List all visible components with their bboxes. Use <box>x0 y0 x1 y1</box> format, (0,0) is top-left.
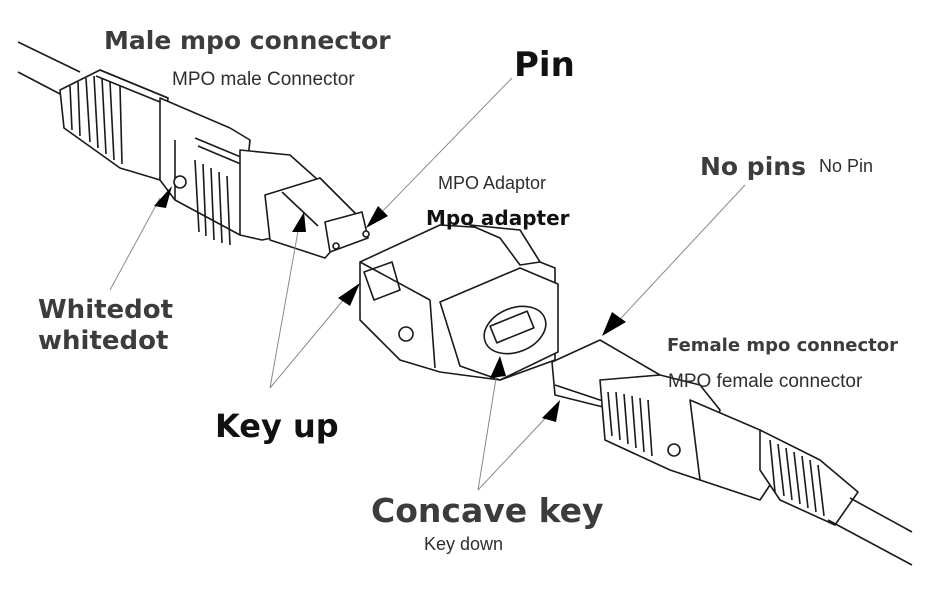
adapter-title: Mpo adapter <box>426 206 570 230</box>
female-boot <box>759 429 859 526</box>
male-boot <box>59 69 169 181</box>
male-ferrule <box>264 177 370 259</box>
leader-key-up-male <box>269 219 301 389</box>
male-pin-2 <box>362 230 370 238</box>
whitedot-subtitle: whitedot <box>38 326 169 356</box>
arrow-no-pins <box>602 312 626 336</box>
leader-pin <box>373 77 513 221</box>
arrowheads <box>154 186 626 422</box>
male-connector <box>17 41 370 259</box>
whitedot-title: Whitedot <box>38 295 174 325</box>
leader-key-up-adapter <box>269 291 351 389</box>
no-pin-subtitle: No Pin <box>819 156 874 176</box>
no-pins-title: No pins <box>700 152 806 181</box>
arrow-key-up-male <box>292 212 306 232</box>
leader-lines <box>109 77 746 491</box>
female-housing <box>599 374 781 501</box>
leader-no-pins <box>609 184 746 331</box>
arrow-concave-key-female <box>542 400 560 422</box>
arrow-whitedot <box>154 186 172 208</box>
female-connector-subtitle: MPO female connector <box>668 371 863 392</box>
concave-key-title: Concave key <box>371 491 604 530</box>
arrow-key-up-adapter <box>338 283 360 306</box>
adapter-screw-hole <box>398 326 414 342</box>
adaptor-subtitle: MPO Adaptor <box>438 173 547 193</box>
leader-concave-key-adapter <box>477 365 499 491</box>
arrow-concave-key-adapter <box>490 356 506 378</box>
leader-concave-key-female <box>477 409 554 491</box>
female-connector <box>551 339 913 566</box>
female-white-dot <box>667 443 681 457</box>
adapter <box>359 224 559 381</box>
male-cable <box>17 41 81 96</box>
key-up-label: Key up <box>215 407 339 445</box>
male-connector-title: Male mpo connector <box>104 26 391 55</box>
pin-label: Pin <box>514 45 575 85</box>
leader-whitedot <box>109 197 161 291</box>
male-connector-subtitle: MPO male Connector <box>172 69 355 90</box>
arrow-pin <box>366 206 388 228</box>
female-cable <box>827 497 913 566</box>
male-pin-1 <box>332 242 340 250</box>
male-white-dot <box>173 175 187 189</box>
female-connector-title: Female mpo connector <box>667 335 898 356</box>
key-down-subtitle: Key down <box>424 534 504 554</box>
